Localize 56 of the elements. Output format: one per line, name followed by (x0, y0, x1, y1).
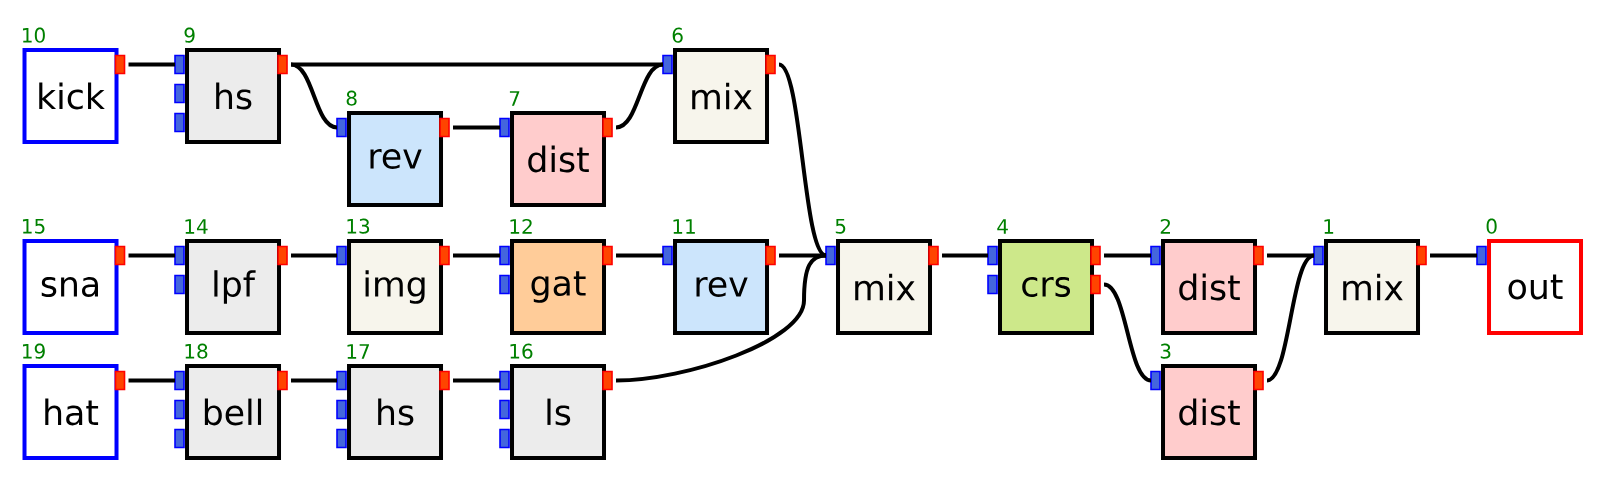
node-number: 12 (510, 218, 532, 234)
connector (453, 125, 500, 130)
node-number: 15 (22, 218, 45, 234)
process-box: hs (347, 364, 443, 460)
process-box: ls (510, 364, 606, 460)
node-number: 3 (1160, 343, 1171, 359)
node-number: 2 (1160, 218, 1170, 234)
connector (453, 253, 500, 258)
node-number: 19 (22, 343, 45, 359)
connector (1104, 253, 1151, 258)
connector (453, 378, 500, 383)
process-box: dist (510, 111, 606, 207)
connector (128, 62, 175, 67)
process-box: out (1487, 239, 1583, 335)
process-box: rev (673, 239, 769, 335)
connector (128, 378, 175, 383)
connector (1266, 253, 1315, 383)
process-box: rev (347, 111, 443, 207)
node-number: 5 (835, 218, 846, 234)
node-number: 16 (510, 343, 533, 359)
node-number: 10 (22, 27, 45, 43)
node-number: 4 (997, 219, 1008, 234)
connector (615, 253, 827, 383)
connector (1103, 282, 1152, 383)
process-box: hat (22, 364, 119, 460)
process-box: bell (185, 364, 281, 460)
node-number: 7 (509, 91, 520, 106)
process-box: gat (510, 239, 606, 335)
node-number: 1 (1324, 219, 1334, 234)
node-number: 8 (346, 90, 357, 106)
connector (128, 253, 175, 258)
process-box: mix (1324, 239, 1420, 335)
node-number: 14 (185, 219, 208, 234)
node-number: 11 (673, 219, 695, 234)
node-number: 0 (1486, 218, 1497, 234)
process-box: mix (673, 48, 769, 144)
process-box: sna (22, 239, 119, 335)
process-box: dist (1161, 239, 1257, 335)
process-box: hs (185, 48, 281, 144)
process-box: mix (836, 239, 932, 335)
node-number: 13 (347, 218, 370, 234)
connector (616, 253, 663, 258)
process-box: crs (998, 239, 1094, 335)
connector (615, 62, 664, 130)
process-box: dist (1161, 364, 1257, 460)
connector (291, 378, 337, 383)
process-box: img (347, 239, 443, 335)
node-number: 17 (347, 344, 369, 359)
process-box: kick (22, 48, 119, 144)
connector (291, 253, 337, 258)
connector (1430, 253, 1477, 258)
node-number: 9 (184, 27, 195, 43)
node-number: 18 (185, 343, 208, 359)
connector (942, 253, 988, 258)
process-box: lpf (185, 239, 281, 335)
node-number: 6 (672, 27, 683, 43)
